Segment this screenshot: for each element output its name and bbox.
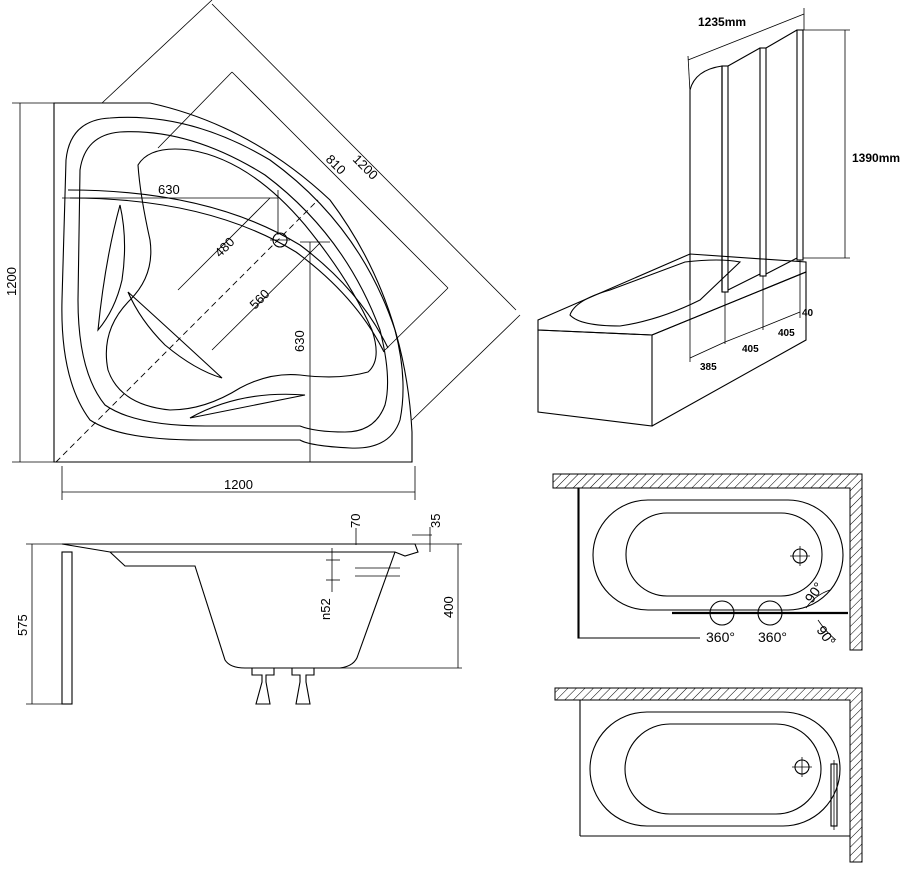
dim-line-385 xyxy=(689,341,726,359)
tub-outer-frame xyxy=(53,102,413,463)
bathtub-inner xyxy=(569,259,742,327)
dim-line-405b xyxy=(762,311,801,328)
tub-plan2-inner xyxy=(624,723,822,815)
tub-armrest-center xyxy=(127,291,223,379)
section-foot-left xyxy=(251,668,275,705)
dim-line-1235 xyxy=(687,13,805,61)
dim-label-400: 400 xyxy=(441,596,456,618)
dim-ext-1200b xyxy=(411,314,521,421)
angle-arc-2 xyxy=(817,619,837,641)
screen-top-1 xyxy=(727,47,761,67)
screen-bottom-1 xyxy=(727,273,761,291)
dim-label-405a: 405 xyxy=(742,344,759,355)
wall-hatch-1 xyxy=(552,473,863,651)
screen-elevation-view: 1235mm 1390mm 385 405 405 40 xyxy=(537,8,900,427)
tub-cross-section: n52 70 35 400 575 xyxy=(15,514,462,705)
dim-line-405a xyxy=(724,326,764,343)
tub-plan2-outer xyxy=(589,711,841,827)
dim-label-630-h: 630 xyxy=(158,182,180,197)
rot-label-2: 360° xyxy=(758,629,787,645)
dim-ext-1235a xyxy=(687,55,691,93)
dim-line-810 xyxy=(231,71,449,289)
screen-plan-closed xyxy=(554,687,863,863)
screen-panel-curved xyxy=(689,65,723,300)
dim-line-560 xyxy=(211,242,321,351)
tub-plan1-outer xyxy=(592,499,844,611)
dim-label-560: 560 xyxy=(247,286,273,312)
dim-label-405b: 405 xyxy=(778,328,795,339)
screen-frame-1 xyxy=(721,65,729,293)
wall-hatch-2 xyxy=(554,687,863,863)
dim-label-480: 480 xyxy=(212,234,238,260)
bathtub-box-side xyxy=(651,271,807,427)
tub-outer-rim xyxy=(61,116,404,449)
dim-label-1200-bottom: 1200 xyxy=(224,477,253,492)
dim-label-630-v: 630 xyxy=(292,330,307,352)
rotate-circle-2 xyxy=(757,600,783,626)
tub-basin xyxy=(105,148,377,411)
rotate-circle-1 xyxy=(709,600,735,626)
angle-label-1: 90° xyxy=(801,579,826,606)
dim-label-1200-left: 1200 xyxy=(4,267,19,296)
tub-armrest-left xyxy=(97,204,126,332)
section-foot-right xyxy=(291,668,315,705)
screen-frame-2 xyxy=(759,47,767,277)
dim-label-810: 810 xyxy=(323,152,349,178)
section-panel xyxy=(61,551,73,705)
tub-diagonal-axis xyxy=(55,199,319,463)
section-body xyxy=(109,551,396,669)
dim-label-385: 385 xyxy=(700,362,717,373)
dim-label-40: 40 xyxy=(802,308,814,319)
dim-ext-1200a xyxy=(101,0,213,104)
dim-label-n52: n52 xyxy=(318,598,333,620)
tub-slot-1 xyxy=(67,189,389,349)
tub-plan1-left-edge xyxy=(577,487,580,639)
bathtub-box-front xyxy=(537,329,653,427)
dim-label-70: 70 xyxy=(348,514,363,528)
screen-plan-open: 360° 360° 90° 90° xyxy=(552,473,863,651)
tub-inner-rim xyxy=(77,131,389,433)
dim-label-575: 575 xyxy=(15,614,30,636)
screen-bottom-2 xyxy=(765,257,798,275)
tub-armrest-bottom xyxy=(189,393,306,419)
dim-label-35: 35 xyxy=(428,514,443,528)
dim-ext-810b xyxy=(384,287,449,351)
corner-tub-plan-view: 1200 810 630 480 560 630 1200 1200 xyxy=(4,0,521,500)
angle-arc-1 xyxy=(805,589,831,609)
angle-label-2: 90° xyxy=(814,623,839,650)
dim-label-1235: 1235mm xyxy=(698,15,746,29)
tub-plan1-inner xyxy=(625,512,823,597)
dim-label-1390: 1390mm xyxy=(852,151,900,165)
dim-line-480 xyxy=(177,197,271,291)
dim-ext-810a xyxy=(157,71,233,149)
screen-top-2 xyxy=(765,29,798,49)
rot-label-1: 360° xyxy=(706,629,735,645)
screen-frame-3 xyxy=(796,29,804,261)
dim-label-1200-diag: 1200 xyxy=(350,152,381,183)
dim-line-1200-diag xyxy=(211,3,517,311)
section-rim xyxy=(61,543,419,557)
tub-slot-2 xyxy=(69,197,385,353)
